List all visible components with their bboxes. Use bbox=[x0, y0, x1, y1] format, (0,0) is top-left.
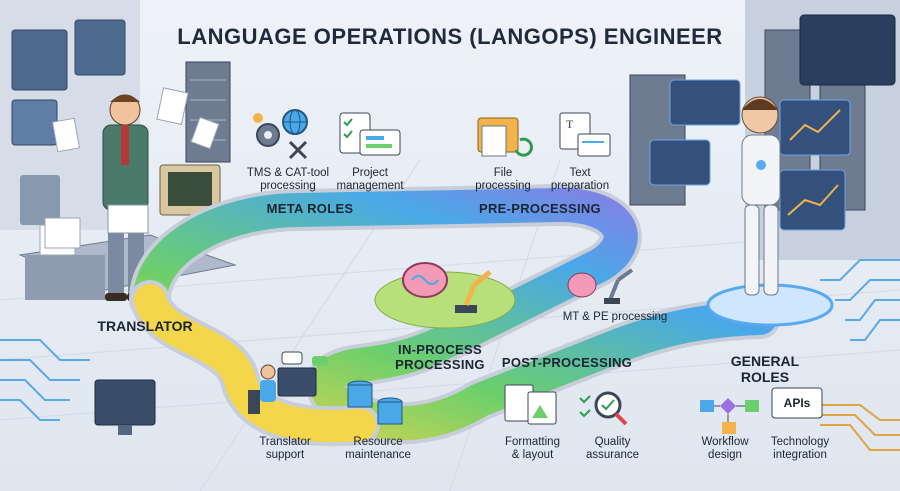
process-road-lower-surface bbox=[134, 284, 376, 443]
general-roles-label: GENERAL ROLES bbox=[730, 353, 800, 385]
post-processing-label: POST-PROCESSING bbox=[501, 355, 633, 370]
circuit-lines-right-orange bbox=[820, 404, 900, 451]
circuit-lines-left bbox=[0, 339, 90, 421]
checklist-icon bbox=[339, 112, 401, 156]
layout-documents-icon bbox=[504, 384, 557, 425]
folder-icon bbox=[477, 117, 533, 157]
tools-icon bbox=[288, 140, 308, 160]
tms-cat-caption: TMS & CAT-tool processing bbox=[246, 167, 330, 192]
svg-text:T: T bbox=[566, 117, 574, 131]
holo-screens bbox=[649, 79, 851, 231]
technology-integration-caption: Technology integration bbox=[770, 436, 830, 461]
formatting-layout-caption: Formatting & layout bbox=[505, 436, 560, 461]
brain-icon bbox=[402, 262, 448, 298]
project-management-caption: Project management bbox=[336, 167, 404, 192]
translator-support-caption: Translator support bbox=[259, 436, 311, 461]
mt-brain-robot-icon bbox=[567, 268, 634, 304]
pre-processing-label: PRE-PROCESSING bbox=[479, 201, 601, 216]
mt-pe-caption: MT & PE processing bbox=[562, 311, 668, 323]
workflow-icon bbox=[700, 398, 759, 434]
quality-assurance-caption: Quality assurance bbox=[585, 436, 640, 461]
file-processing-caption: File processing bbox=[475, 167, 531, 192]
text-document-icon: T bbox=[559, 112, 611, 157]
globe-icon bbox=[282, 109, 308, 135]
gear-icon bbox=[253, 113, 280, 147]
page-title: LANGUAGE OPERATIONS (LANGOPS) ENGINEER bbox=[177, 24, 723, 49]
translator-label: TRANSLATOR bbox=[97, 318, 193, 334]
magnifier-check-icon bbox=[579, 391, 628, 426]
database-icon bbox=[347, 380, 403, 425]
resource-maintenance-caption: Resource maintenance bbox=[345, 436, 411, 461]
left-code-monitor bbox=[94, 379, 156, 435]
workflow-design-caption: Workflow design bbox=[701, 436, 749, 461]
apis-badge: APIs bbox=[783, 396, 811, 410]
translator-person bbox=[102, 94, 149, 301]
process-road-surface bbox=[133, 187, 777, 441]
robot-person bbox=[741, 96, 781, 296]
in-process-processing-label: IN-PROCESS PROCESSING bbox=[395, 342, 485, 372]
floating-documents bbox=[51, 87, 220, 153]
robot-arm-icon bbox=[455, 270, 492, 313]
circuit-lines-right bbox=[820, 259, 900, 341]
person-at-computer-icon bbox=[248, 351, 328, 414]
meta-roles-label: META ROLES bbox=[266, 201, 354, 216]
apis-icon bbox=[771, 387, 823, 419]
text-preparation-caption: Text preparation bbox=[550, 167, 610, 192]
